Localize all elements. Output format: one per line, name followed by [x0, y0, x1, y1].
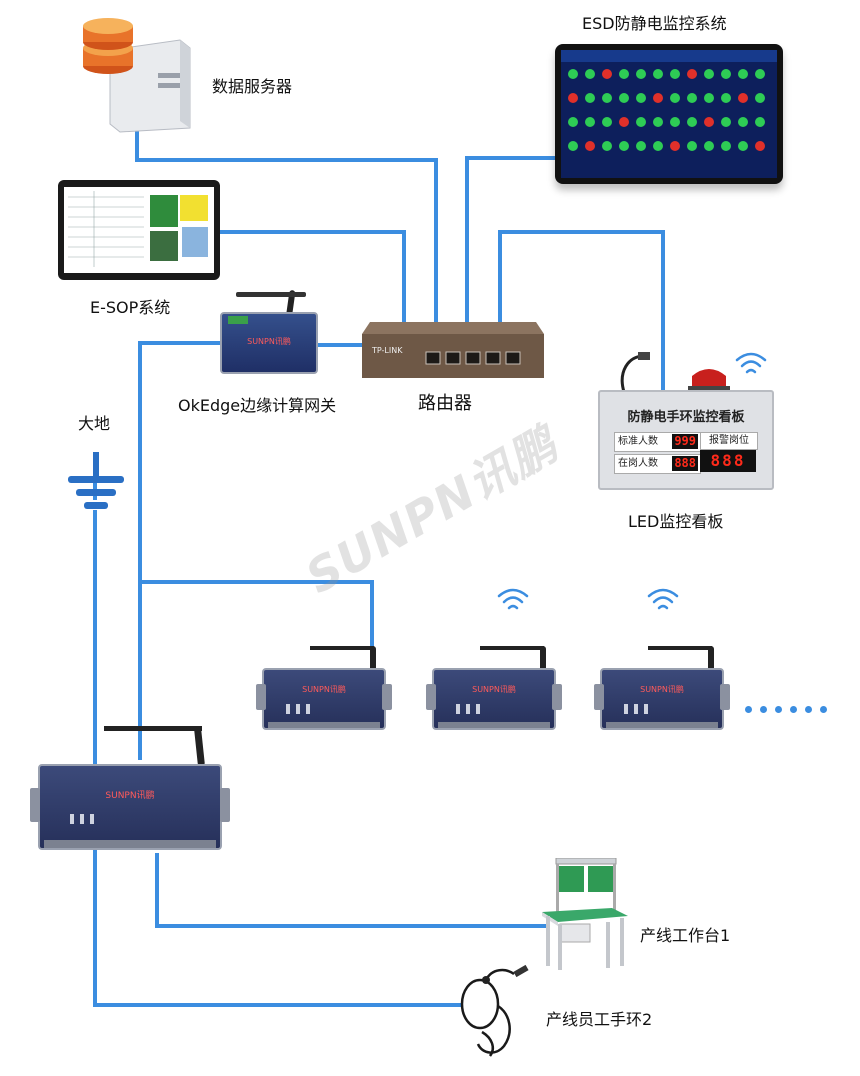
field-device-3[interactable]: SUNPN讯鹏: [594, 646, 730, 734]
alarm-light-icon: [688, 366, 730, 390]
wire-wristband: [93, 510, 463, 1007]
esd-station-indicator: [687, 141, 697, 151]
router-icon[interactable]: TP-LINK: [362, 322, 544, 378]
esd-station-indicator: [704, 117, 714, 127]
ground-label: 大地: [78, 414, 111, 433]
esd-station-indicator: [704, 69, 714, 79]
esd-station-indicator: [755, 117, 765, 127]
esd-station-indicator: [755, 93, 765, 103]
esd-station-indicator: [721, 117, 731, 127]
standard-count-label: 标准人数: [618, 436, 658, 447]
device-brand: SUNPN讯鹏: [640, 685, 684, 694]
esd-station-indicator: [585, 93, 595, 103]
field-device-1[interactable]: SUNPN讯鹏: [256, 646, 392, 734]
esop-label: E-SOP系统: [90, 298, 171, 317]
esd-station-indicator: [585, 141, 595, 151]
wristband-icon[interactable]: [452, 962, 534, 1062]
wire-esd-router: [465, 156, 558, 330]
esd-station-indicator: [670, 117, 680, 127]
esd-station-indicator: [585, 117, 595, 127]
esd-station-indicator: [568, 117, 578, 127]
device-brand: SUNPN讯鹏: [472, 685, 516, 694]
router-brand: TP-LINK: [372, 346, 403, 355]
esd-station-indicator: [602, 93, 612, 103]
alarm-post-label: 报警岗位: [700, 432, 758, 450]
esd-station-indicator: [738, 69, 748, 79]
esd-station-indicator: [738, 141, 748, 151]
workbench-label: 产线工作台1: [640, 926, 731, 945]
workbench-icon[interactable]: [542, 857, 628, 970]
gateway-brand: SUNPN讯鹏: [247, 337, 291, 346]
esd-station-indicator: [755, 69, 765, 79]
esd-station-indicator: [568, 93, 578, 103]
gateway-label: OkEdge边缘计算网关: [178, 396, 337, 415]
wristband-label: 产线员工手环2: [546, 1010, 653, 1029]
esd-system-label: ESD防静电监控系统: [582, 14, 727, 33]
esd-station-indicator: [568, 141, 578, 151]
power-cable-icon: [618, 352, 668, 394]
esd-station-indicator: [687, 93, 697, 103]
wire-workbench: [155, 853, 548, 928]
esd-station-indicator: [568, 69, 578, 79]
esd-station-indicator: [738, 117, 748, 127]
field-device-2[interactable]: SUNPN讯鹏: [426, 646, 562, 734]
gateway-icon[interactable]: SUNPN讯鹏: [220, 289, 318, 378]
esd-station-indicator: [636, 141, 646, 151]
esd-station-indicator: [653, 141, 663, 151]
wifi-icon: [735, 352, 767, 374]
esd-station-indicator: [721, 69, 731, 79]
esd-station-indicator: [670, 141, 680, 151]
esd-station-indicator: [619, 117, 629, 127]
esd-station-indicator: [721, 141, 731, 151]
device-brand: SUNPN讯鹏: [302, 685, 346, 694]
wire-server-router: [135, 128, 438, 330]
standard-count-value: 999: [672, 434, 698, 449]
ground-icon: [66, 452, 126, 514]
esd-station-indicator: [619, 69, 629, 79]
wire-bus-devices: [140, 580, 374, 672]
led-board-label: LED监控看板: [628, 512, 724, 531]
monitor-icon[interactable]: [555, 44, 783, 184]
esd-station-indicator: [636, 117, 646, 127]
esd-station-indicator: [738, 93, 748, 103]
esd-station-indicator: [755, 141, 765, 151]
esd-station-indicator: [653, 69, 663, 79]
wire-led-router: [498, 230, 665, 390]
controller-brand: SUNPN讯鹏: [105, 791, 155, 801]
router-label: 路由器: [418, 393, 472, 414]
wire-gateway-bus: [138, 341, 222, 760]
esd-station-indicator: [704, 141, 714, 151]
tablet-icon[interactable]: [58, 180, 220, 280]
more-devices-ellipsis: [745, 706, 827, 713]
led-board-title: 防静电手环监控看板: [627, 410, 745, 425]
esd-station-indicator: [602, 69, 612, 79]
esd-station-indicator: [619, 141, 629, 151]
led-board[interactable]: 防静电手环监控看板 标准人数 999 在岗人数 888 报警岗位 888: [598, 390, 774, 490]
esd-station-indicator: [653, 117, 663, 127]
esd-station-indicator: [704, 93, 714, 103]
esd-station-indicator: [619, 93, 629, 103]
esd-station-indicator: [636, 93, 646, 103]
wifi-icon: [647, 588, 679, 610]
onpost-count-label: 在岗人数: [618, 458, 658, 469]
esd-station-indicator: [670, 93, 680, 103]
main-controller[interactable]: SUNPN讯鹏: [30, 725, 230, 854]
esd-station-indicator: [585, 69, 595, 79]
onpost-count-value: 888: [672, 456, 698, 471]
wifi-icon: [497, 588, 529, 610]
esd-station-indicator: [721, 93, 731, 103]
esd-station-indicator: [687, 117, 697, 127]
esd-station-indicator: [670, 69, 680, 79]
esd-station-indicator: [653, 93, 663, 103]
esd-station-indicator: [687, 69, 697, 79]
wire-esop-router: [220, 230, 406, 330]
alarm-post-value: 888: [700, 450, 756, 472]
database-server-icon[interactable]: [80, 18, 192, 133]
esd-station-indicator: [602, 141, 612, 151]
esd-station-indicator: [636, 69, 646, 79]
server-label: 数据服务器: [212, 77, 293, 96]
esd-station-indicator: [602, 117, 612, 127]
